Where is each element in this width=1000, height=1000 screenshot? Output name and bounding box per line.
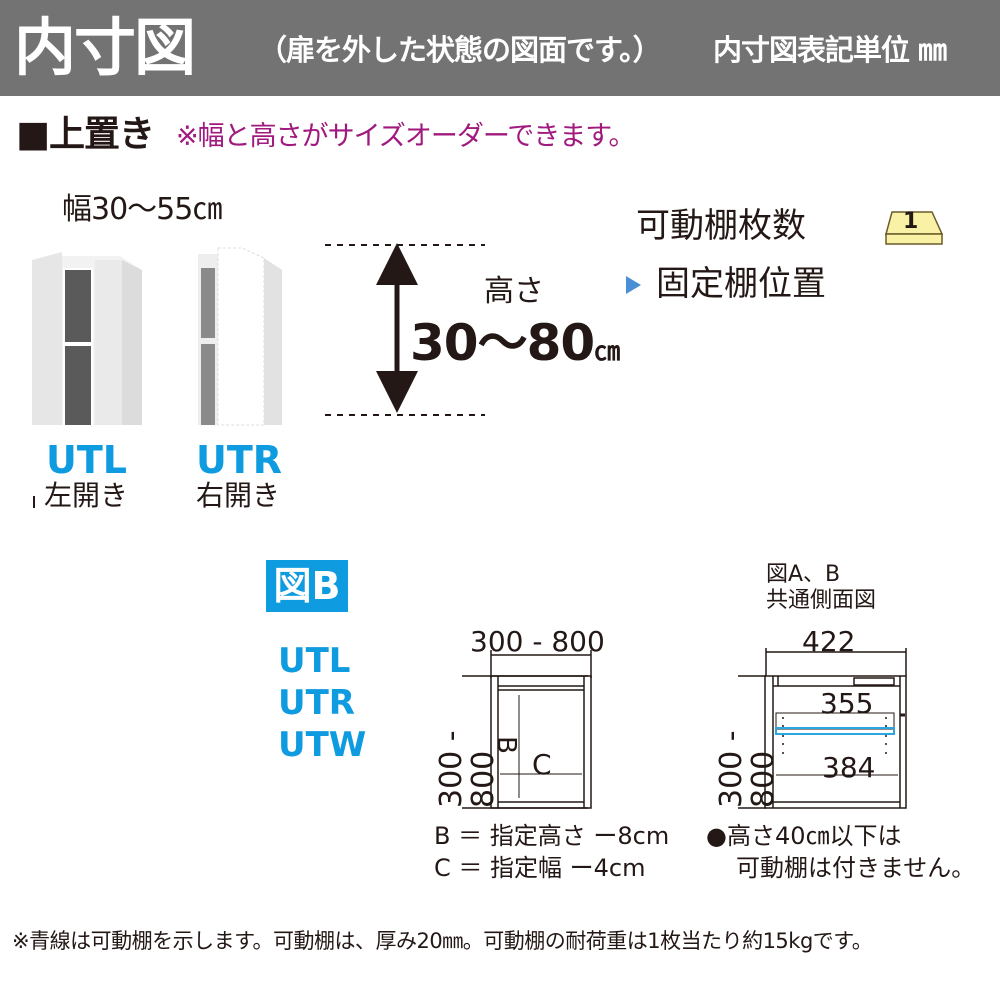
shelf-pin-holes <box>782 717 887 754</box>
section-title: ■上置き <box>16 114 155 155</box>
side-view-caption-2: 共通側面図 <box>766 588 877 613</box>
legend-c: C ＝ 指定幅 ー4cm <box>434 854 646 882</box>
model-utw: UTW <box>278 725 367 765</box>
opening-left-label: 左開き <box>44 479 129 512</box>
front-width-dim: 300 - 800 <box>470 625 605 658</box>
header-bar <box>0 0 1000 96</box>
tick-mark <box>33 496 35 508</box>
model-utr: UTR <box>278 683 355 723</box>
height-label: 高さ <box>484 274 544 309</box>
triangle-marker-icon <box>626 276 641 294</box>
side-depth-lower: 384 <box>822 751 876 784</box>
shelf-count-badge <box>885 211 944 245</box>
dim-label-b: B <box>490 736 521 754</box>
cabinet-illustrations <box>32 247 282 426</box>
side-view-caption-1: 図A、B <box>766 562 841 587</box>
unit-label: 内寸図表記単位 ㎜ <box>713 33 947 67</box>
side-note-line-2: 可動棚は付きません。 <box>736 854 976 882</box>
side-note-line-1: ●高さ40㎝以下は <box>706 822 902 850</box>
arrow-up-icon <box>376 243 418 285</box>
height-arrow-diagram <box>325 243 485 416</box>
footer-note: ※青線は可動棚を示します。可動棚は、厚み20㎜。可動棚の耐荷重は1枚当たり約15… <box>12 929 873 953</box>
model-code-utl: UTL <box>46 438 127 482</box>
side-view-diagram <box>738 648 907 809</box>
height-range-value: 30〜80 <box>410 314 595 372</box>
fixed-shelf-position-label: 固定棚位置 <box>656 264 826 304</box>
utr-cabinet-image <box>198 247 282 426</box>
dim-label-c: C <box>532 748 552 781</box>
movable-shelf-count-label: 可動棚枚数 <box>636 206 806 246</box>
page-title: 内寸図 <box>14 11 196 84</box>
front-view-diagram <box>462 650 592 809</box>
model-code-utr: UTR <box>196 438 283 482</box>
side-depth-upper: 355 <box>820 687 874 720</box>
arrow-down-icon <box>376 371 418 413</box>
model-utl: UTL <box>278 641 351 681</box>
opening-right-label: 右開き <box>196 479 281 512</box>
movable-shelf-blue-line <box>775 727 895 735</box>
height-range: 30〜80㎝ <box>410 312 620 383</box>
shelf-count-value: 1 <box>903 209 919 234</box>
section-note: ※幅と高さがサイズオーダーできます。 <box>176 121 635 152</box>
figure-b-badge: 図B <box>266 560 348 612</box>
legend-b: B ＝ 指定高さ ー8cm <box>434 822 670 850</box>
utl-cabinet-image <box>32 252 142 425</box>
header-subtitle: （扉を外した状態の図面です。） <box>258 33 662 67</box>
figure-b-models: UTL UTR UTW <box>278 640 366 766</box>
height-unit: ㎝ <box>594 337 620 367</box>
width-range: 幅30〜55㎝ <box>62 192 222 227</box>
